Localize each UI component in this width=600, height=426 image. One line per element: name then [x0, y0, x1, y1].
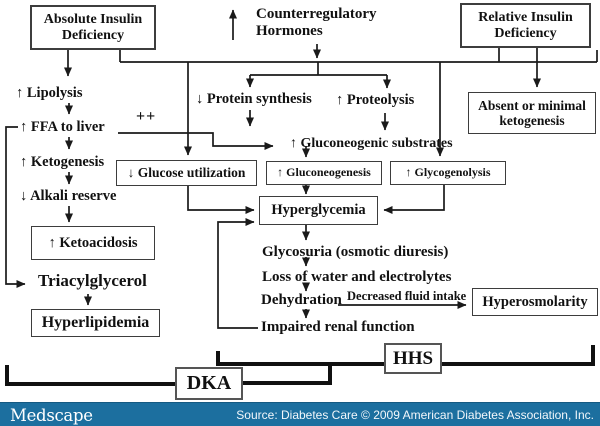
- box-relative-insulin-deficiency: Relative Insulin Deficiency: [460, 3, 591, 48]
- label-counterregulatory-hormones: Counterregulatory Hormones: [256, 6, 377, 39]
- label-gluconeogenic-substrates: ↑ Gluconeogenic substrates: [290, 136, 453, 151]
- box-label: ↓ Glucose utilization: [127, 165, 246, 181]
- box-glycogenolysis: ↑ Glycogenolysis: [390, 161, 506, 185]
- box-label: ↑ Glycogenolysis: [405, 165, 491, 180]
- box-label: ↑ Gluconeogenesis: [277, 165, 371, 180]
- label-plus-plus: ++: [136, 108, 157, 125]
- label-decreased-fluid-intake: Decreased fluid intake: [347, 289, 467, 303]
- footer-bar: Medscape Source: Diabetes Care © 2009 Am…: [0, 402, 600, 426]
- box-label: ↑ Ketoacidosis: [48, 234, 138, 251]
- box-label: Absent or minimal ketogenesis: [478, 97, 586, 128]
- label-triacylglycerol: Triacylglycerol: [38, 271, 147, 290]
- bracket-dka-right: [243, 366, 332, 385]
- box-dka: DKA: [175, 367, 243, 400]
- box-hyperosmolarity: Hyperosmolarity: [472, 288, 598, 316]
- box-label: Hyperglycemia: [271, 202, 366, 219]
- box-label: Hyperlipidemia: [41, 314, 150, 332]
- bracket-hhs-right: [442, 345, 595, 366]
- medscape-logo: Medscape: [10, 406, 93, 425]
- box-absolute-insulin-deficiency: Absolute Insulin Deficiency: [30, 5, 156, 50]
- box-hyperglycemia: Hyperglycemia: [259, 196, 378, 225]
- box-label: Hyperosmolarity: [482, 293, 588, 310]
- connector-glycogenolysis-to-hyperglycemia: [383, 185, 445, 214]
- label-protein-synthesis: ↓ Protein synthesis: [196, 91, 312, 107]
- box-label: DKA: [186, 372, 232, 395]
- label-glycosuria: Glycosuria (osmotic diuresis): [262, 244, 449, 260]
- bracket-hhs-left: [216, 351, 384, 366]
- box-label: HHS: [392, 347, 434, 369]
- label-alkali-reserve: ↓ Alkali reserve: [20, 188, 117, 204]
- box-gluconeogenesis: ↑ Gluconeogenesis: [266, 161, 382, 185]
- label-proteolysis: ↑ Proteolysis: [336, 92, 415, 108]
- label-dehydration: Dehydration: [261, 292, 342, 308]
- label-ffa-to-liver: ↑ FFA to liver: [20, 119, 105, 135]
- label-impaired-renal-function: Impaired renal function: [261, 319, 415, 335]
- box-glucose-utilization: ↓ Glucose utilization: [116, 160, 257, 186]
- connector-ffa-bracket-to-triacylglycerol: [5, 126, 26, 288]
- label-lipolysis: ↑ Lipolysis: [16, 85, 83, 101]
- box-hhs: HHS: [384, 343, 442, 374]
- connector-renal-feedback-to-hyperglycemia: [217, 218, 258, 329]
- label-ketogenesis: ↑ Ketogenesis: [20, 154, 105, 170]
- connector-glucose-utilization-to-hyperglycemia: [187, 186, 255, 214]
- connector-ffa-elbow-to-substrates: [118, 132, 274, 150]
- box-label: Absolute Insulin Deficiency: [43, 11, 143, 43]
- label-loss-of-water: Loss of water and electrolytes: [262, 269, 452, 285]
- box-hyperlipidemia: Hyperlipidemia: [31, 309, 160, 337]
- source-attribution: Source: Diabetes Care © 2009 American Di…: [236, 408, 594, 422]
- box-label: Relative Insulin Deficiency: [478, 9, 573, 41]
- box-ketoacidosis: ↑ Ketoacidosis: [31, 226, 155, 260]
- bracket-dka-left: [5, 365, 175, 386]
- box-absent-minimal-ketogenesis: Absent or minimal ketogenesis: [468, 92, 596, 134]
